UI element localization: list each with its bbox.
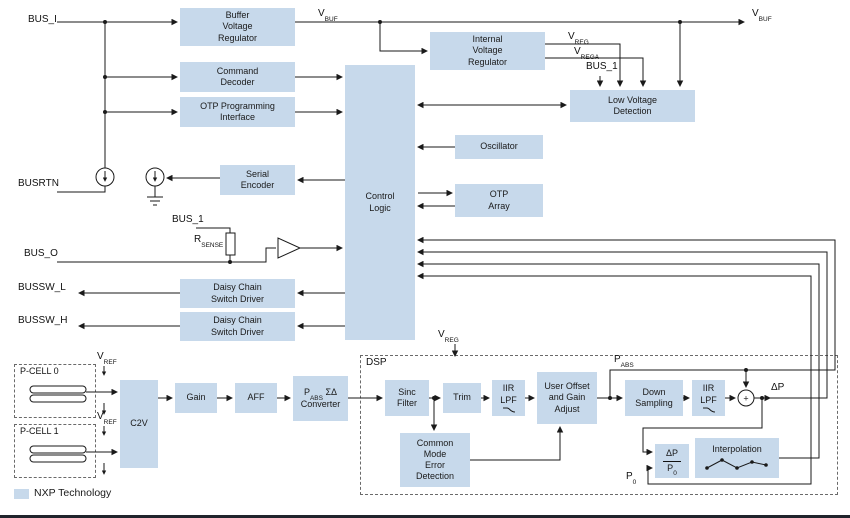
legend-swatch bbox=[14, 489, 29, 499]
common-mode-error-detection-block: Common Mode Error Detection bbox=[400, 433, 470, 487]
otp-array-block: OTP Array bbox=[455, 184, 543, 217]
vbuf-label-2: VBUF bbox=[752, 8, 772, 23]
current-source-icon bbox=[95, 167, 165, 187]
fraction-denominator: P0 bbox=[667, 462, 677, 478]
bussw-l-label: BUSSW_L bbox=[18, 282, 66, 293]
control-logic-block: Control Logic bbox=[345, 65, 415, 340]
daisy-chain-switch-driver-l-block: Daisy Chain Switch Driver bbox=[180, 279, 295, 308]
converter-line2: Converter bbox=[300, 398, 341, 409]
bus-1-sense-label: BUS_1 bbox=[172, 214, 204, 225]
bus-1-lvd-label: BUS_1 bbox=[586, 61, 618, 72]
ground-icon bbox=[147, 196, 163, 206]
dp-over-p0-block: ΔP P0 bbox=[655, 444, 689, 478]
legend-label: NXP Technology bbox=[34, 487, 112, 499]
vrega-label: VREGA bbox=[574, 46, 600, 61]
iir-lpf-2-label: IIR LPF bbox=[700, 383, 717, 405]
p-cell-1-label: P-CELL 1 bbox=[20, 426, 59, 436]
delta-p-label: ΔP bbox=[771, 382, 785, 393]
converter-line1: PABS ΣΔ bbox=[303, 387, 338, 403]
iir-lpf-1-block: IIR LPF bbox=[492, 380, 525, 416]
p-cell-0-box bbox=[14, 364, 96, 418]
rsense-label: RSENSE bbox=[194, 234, 224, 249]
c2v-block: C2V bbox=[120, 380, 158, 468]
iir-lpf-1-label: IIR LPF bbox=[500, 383, 517, 405]
internal-voltage-regulator-block: Internal Voltage Regulator bbox=[430, 32, 545, 70]
daisy-chain-switch-driver-h-block: Daisy Chain Switch Driver bbox=[180, 312, 295, 341]
interpolation-block: Interpolation bbox=[695, 438, 779, 478]
gain-block: Gain bbox=[175, 383, 217, 413]
bussw-h-label: BUSSW_H bbox=[18, 315, 68, 326]
bottom-edge-bar bbox=[0, 515, 850, 518]
pabs-sigma-delta-converter-block: PABS ΣΔ Converter bbox=[293, 376, 348, 421]
p0-label: P0 bbox=[626, 471, 637, 486]
interpolation-label: Interpolation bbox=[712, 443, 762, 454]
oscillator-block: Oscillator bbox=[455, 135, 543, 159]
fraction-numerator: ΔP bbox=[662, 448, 681, 462]
dsp-label: DSP bbox=[366, 357, 387, 368]
buffer-voltage-regulator-block: Buffer Voltage Regulator bbox=[180, 8, 295, 46]
p-cell-0-label: P-CELL 0 bbox=[20, 366, 59, 376]
command-decoder-block: Command Decoder bbox=[180, 62, 295, 92]
resistor-icon bbox=[225, 232, 236, 256]
bus-o-label: BUS_O bbox=[24, 248, 58, 259]
vref-1-label: VREF bbox=[97, 411, 117, 426]
comparator-icon bbox=[277, 237, 302, 259]
serial-encoder-block: Serial Encoder bbox=[220, 165, 295, 195]
trim-block: Trim bbox=[443, 383, 481, 413]
lowpass-curve-icon bbox=[502, 407, 515, 413]
low-voltage-detection-block: Low Voltage Detection bbox=[570, 90, 695, 122]
sinc-filter-block: Sinc Filter bbox=[385, 380, 429, 416]
pabs-label: PABS bbox=[614, 354, 634, 369]
bus-i-label: BUS_I bbox=[28, 14, 57, 25]
aff-block: AFF bbox=[235, 383, 277, 413]
vref-0-label: VREF bbox=[97, 351, 117, 366]
interpolation-waveform-icon bbox=[705, 458, 768, 470]
down-sampling-block: Down Sampling bbox=[625, 380, 683, 416]
lowpass-curve-icon bbox=[702, 407, 715, 413]
vreg-out-label: VREG bbox=[568, 31, 589, 46]
iir-lpf-2-block: IIR LPF bbox=[692, 380, 725, 416]
vbuf-label-1: VBUF bbox=[318, 8, 338, 23]
busrtn-label: BUSRTN bbox=[18, 178, 59, 189]
p-cell-1-box bbox=[14, 424, 96, 478]
user-offset-gain-adjust-block: User Offset and Gain Adjust bbox=[537, 372, 597, 424]
otp-programming-interface-block: OTP Programming Interface bbox=[180, 97, 295, 127]
vreg-dsp-label: VREG bbox=[438, 329, 459, 344]
